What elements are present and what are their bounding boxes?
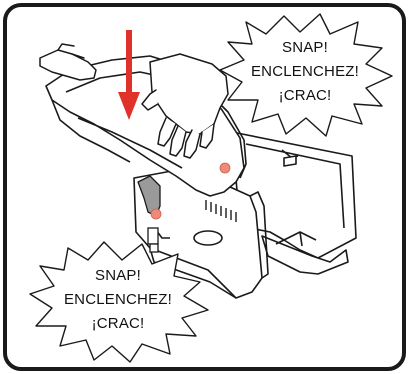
callout-bottom-line-3: ¡CRAC!: [92, 315, 145, 332]
callout-top-line-3: ¡CRAC!: [279, 87, 332, 104]
contact-point-upper: [220, 163, 230, 173]
callout-bottom-line-1: SNAP!: [95, 267, 141, 284]
panel-bracket: [148, 228, 158, 252]
callout-bottom-line-2: ENCLENCHEZ!: [64, 291, 172, 308]
callout-top-line-1: SNAP!: [282, 39, 328, 56]
contact-point-lower: [151, 209, 161, 219]
callout-top-line-2: ENCLENCHEZ!: [251, 63, 359, 80]
